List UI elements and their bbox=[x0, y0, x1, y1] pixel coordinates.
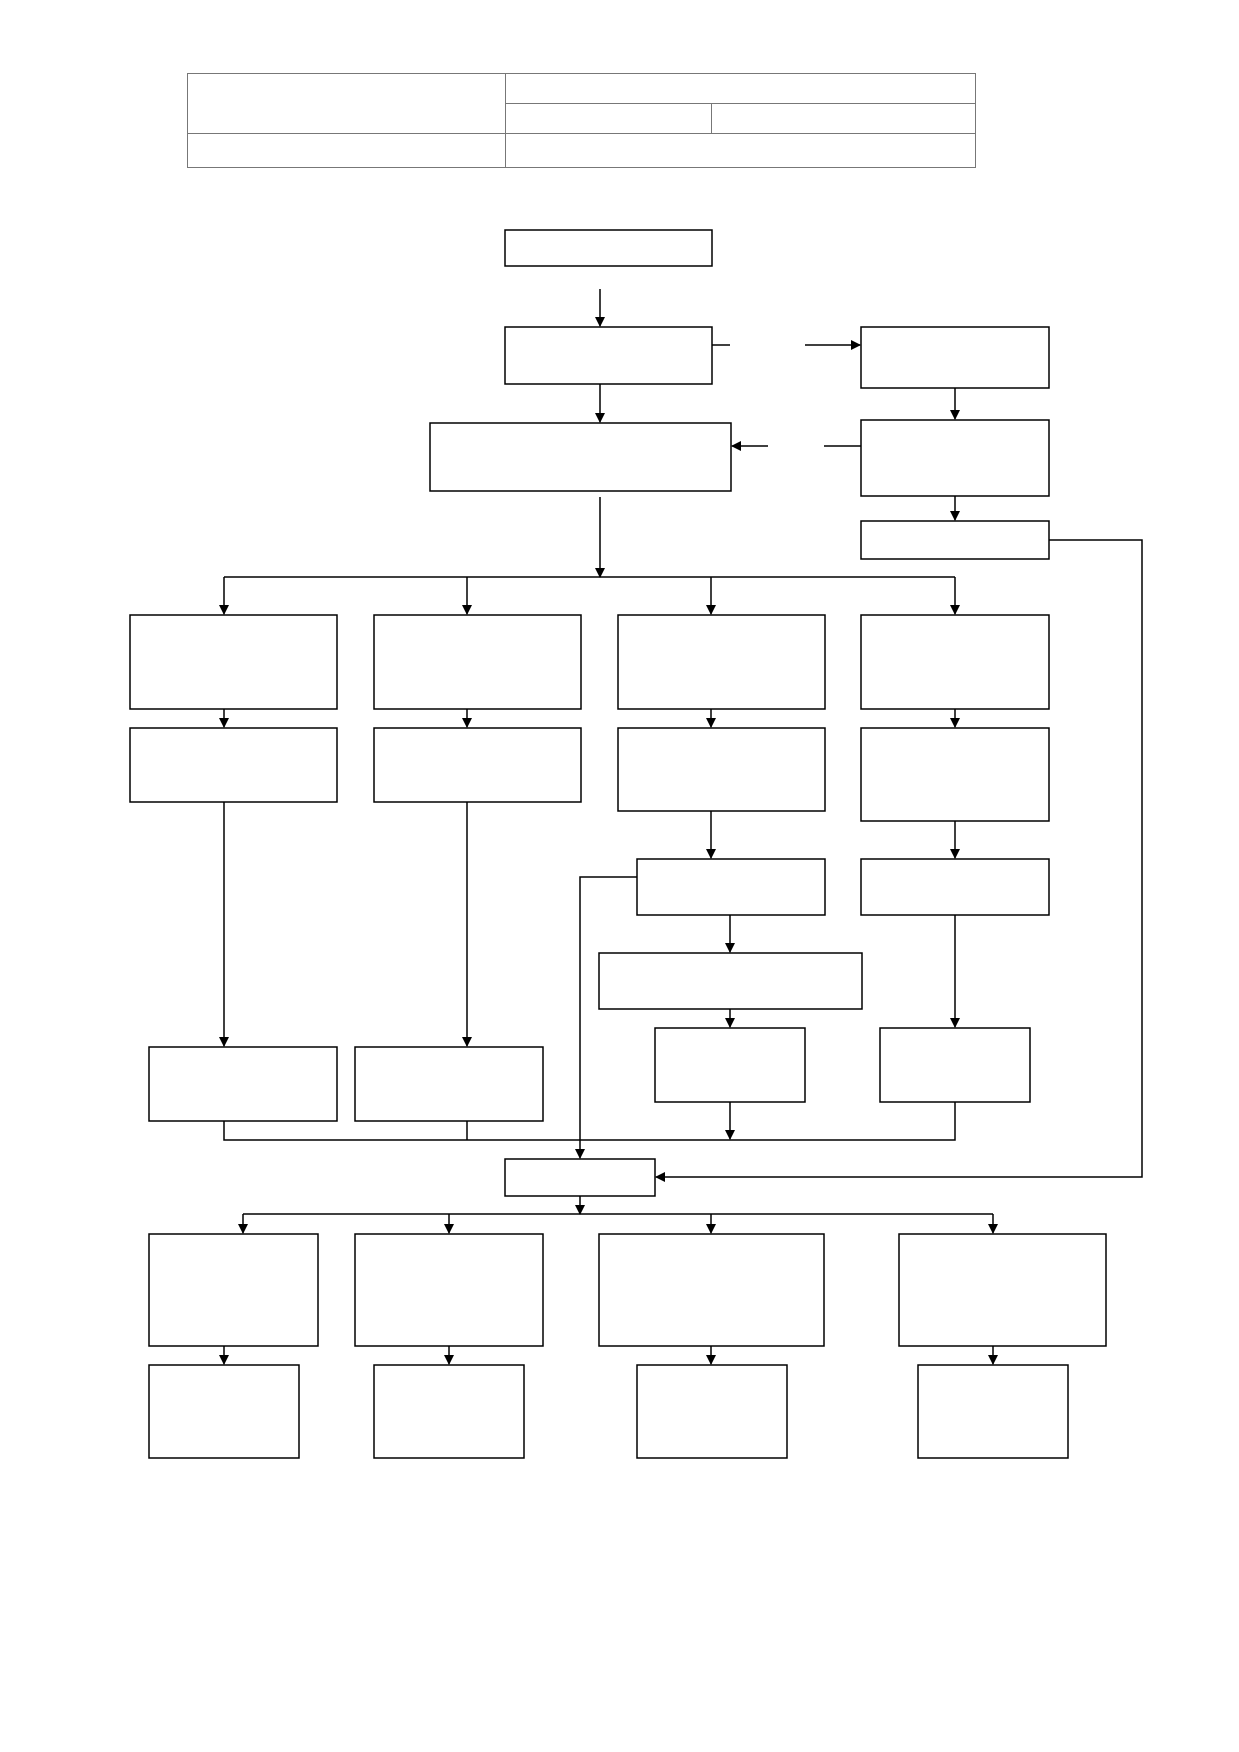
flow-box-side-2 bbox=[860, 419, 1050, 497]
flow-box-start bbox=[504, 229, 713, 267]
flow-box-branch-2b bbox=[373, 727, 582, 803]
flow-box-out-3b bbox=[636, 1364, 788, 1459]
flow-box-branch-1c bbox=[148, 1046, 338, 1122]
flow-box-branch-3c bbox=[636, 858, 826, 916]
flow-box-step-3 bbox=[429, 422, 732, 492]
flow-box-branch-4a bbox=[860, 614, 1050, 710]
flow-box-step-2 bbox=[504, 326, 713, 385]
header-cell-r2c2 bbox=[505, 103, 712, 134]
flow-box-out-4b bbox=[917, 1364, 1069, 1459]
flow-box-side-1 bbox=[860, 326, 1050, 389]
header-cell-r3c2 bbox=[505, 133, 976, 168]
flow-box-branch-3b bbox=[617, 727, 826, 812]
flow-box-out-1b bbox=[148, 1364, 300, 1459]
flow-box-branch-4c bbox=[860, 858, 1050, 916]
flow-arrow bbox=[655, 539, 1143, 1182]
header-cell-r1c1 bbox=[187, 73, 506, 134]
flow-box-branch-2c bbox=[354, 1046, 544, 1122]
flow-box-branch-3d bbox=[598, 952, 863, 1010]
connectors bbox=[219, 289, 1143, 1365]
flow-box-out-3a bbox=[598, 1233, 825, 1347]
flow-box-branch-1b bbox=[129, 727, 338, 803]
flow-box-branch-4d bbox=[879, 1027, 1031, 1103]
boxes bbox=[129, 229, 1107, 1459]
header-table bbox=[187, 73, 976, 168]
flow-box-branch-4b bbox=[860, 727, 1050, 822]
flow-box-out-1a bbox=[148, 1233, 319, 1347]
flow-box-branch-3e bbox=[654, 1027, 806, 1103]
flow-box-branch-3a bbox=[617, 614, 826, 710]
flow-box-branch-2a bbox=[373, 614, 582, 710]
flow-connector-line bbox=[223, 1102, 956, 1141]
flow-box-out-2a bbox=[354, 1233, 544, 1347]
flow-box-merge bbox=[504, 1158, 656, 1197]
header-cell-r3c1 bbox=[187, 133, 506, 168]
flow-box-out-4a bbox=[898, 1233, 1107, 1347]
flow-box-branch-1a bbox=[129, 614, 338, 710]
flow-box-side-3 bbox=[860, 520, 1050, 560]
flow-arrow bbox=[575, 876, 637, 1159]
flow-box-out-2b bbox=[373, 1364, 525, 1459]
